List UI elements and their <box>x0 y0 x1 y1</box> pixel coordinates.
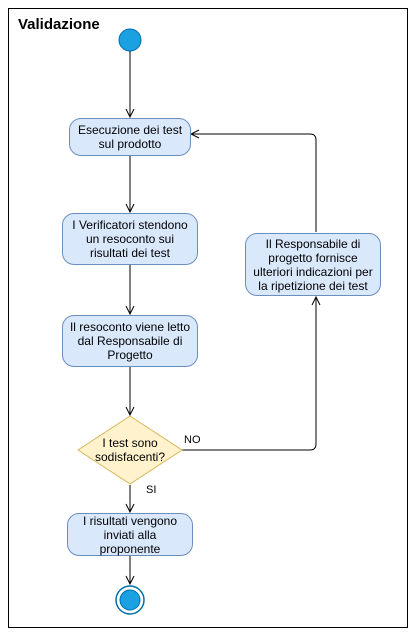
decision-label: I test sono sodisfacenti? <box>94 436 166 464</box>
edge-label-no: NO <box>184 434 201 446</box>
diagram-frame <box>8 8 408 628</box>
edge-label-yes: SI <box>146 484 157 496</box>
edge-further-to-execute <box>191 134 317 232</box>
start-node <box>118 28 142 52</box>
node-read-report: Il resoconto viene letto dal Responsabil… <box>62 315 198 367</box>
node-execute-tests: Esecuzione dei test sul prodotto <box>69 118 191 156</box>
decision-node <box>77 415 183 485</box>
node-send-results: I risultati vengono inviati alla propone… <box>67 513 193 556</box>
node-report: I Verificatori stendono un resoconto sui… <box>62 213 198 265</box>
diagram-title: Validazione <box>18 16 100 33</box>
end-node-inner <box>119 589 141 611</box>
edge-decision-no <box>182 297 316 451</box>
node-further-instructions: Il Responsabile di progetto fornisce ult… <box>245 233 381 296</box>
